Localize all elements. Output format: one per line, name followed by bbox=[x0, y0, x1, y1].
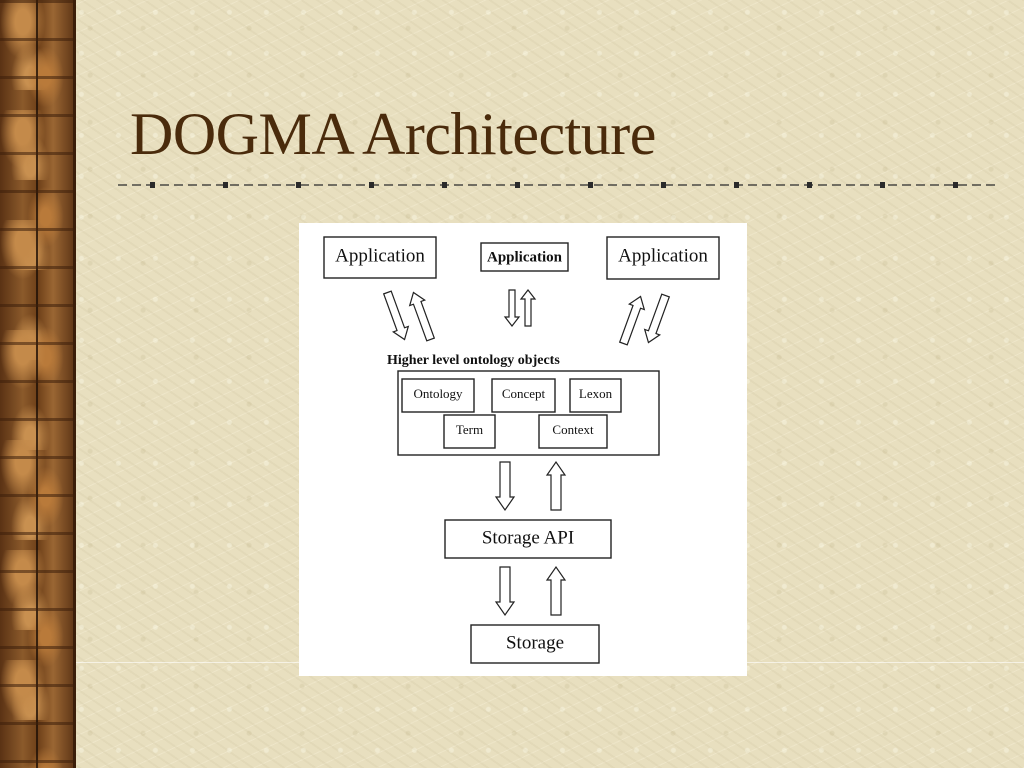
arrow-down-to-storage-api bbox=[494, 461, 516, 512]
divider-dot bbox=[588, 182, 593, 188]
svg-text:Context: Context bbox=[552, 422, 594, 437]
application-label: Application bbox=[487, 249, 563, 265]
svg-text:Term: Term bbox=[456, 422, 483, 437]
svg-text:Lexon: Lexon bbox=[579, 386, 613, 401]
application-label: Application bbox=[618, 245, 708, 266]
arrow-up-from-storage-api bbox=[545, 460, 567, 511]
arrow-up-from-storage bbox=[545, 565, 567, 616]
divider-dot bbox=[296, 182, 301, 188]
ontology-group-label: Higher level ontology objects bbox=[387, 353, 560, 368]
application-node-right: Application bbox=[606, 236, 720, 280]
architecture-diagram: Application Application Application bbox=[299, 223, 747, 676]
arrow-down-to-storage bbox=[494, 566, 516, 617]
arrow-down-left-app bbox=[382, 290, 410, 341]
svg-text:Storage: Storage bbox=[506, 632, 564, 653]
application-node-center: Application bbox=[480, 242, 569, 272]
application-node-left: Application bbox=[323, 236, 437, 279]
arrow-down-right-app bbox=[643, 293, 671, 344]
arrow-up-left-app bbox=[408, 291, 436, 342]
divider-dot bbox=[515, 182, 520, 188]
divider-dot bbox=[734, 182, 739, 188]
ontology-node: Ontology bbox=[401, 378, 475, 413]
context-node: Context bbox=[538, 414, 608, 449]
divider-dot bbox=[880, 182, 885, 188]
arrow-down-center-app bbox=[503, 289, 521, 327]
decorative-side-strip bbox=[0, 0, 76, 768]
term-node: Term bbox=[443, 414, 496, 449]
slide-title: DOGMA Architecture bbox=[130, 101, 656, 167]
lexon-node: Lexon bbox=[569, 378, 622, 413]
svg-text:Concept: Concept bbox=[502, 386, 546, 401]
divider-dot bbox=[223, 182, 228, 188]
divider-dot bbox=[953, 182, 958, 188]
concept-node: Concept bbox=[491, 378, 556, 413]
divider-dot bbox=[442, 182, 447, 188]
title-divider bbox=[118, 182, 998, 188]
divider-dot bbox=[150, 182, 155, 188]
application-label: Application bbox=[335, 245, 425, 266]
divider-dot bbox=[661, 182, 666, 188]
architecture-diagram-svg: Application Application Application bbox=[323, 236, 720, 664]
svg-text:Ontology: Ontology bbox=[413, 386, 463, 401]
divider-dot bbox=[807, 182, 812, 188]
storage-api-node: Storage API bbox=[444, 519, 612, 559]
storage-node: Storage bbox=[470, 624, 600, 664]
arrow-up-center-app bbox=[519, 289, 537, 327]
svg-text:Storage API: Storage API bbox=[482, 527, 574, 548]
arrow-up-right-app bbox=[618, 295, 646, 346]
divider-dot bbox=[369, 182, 374, 188]
